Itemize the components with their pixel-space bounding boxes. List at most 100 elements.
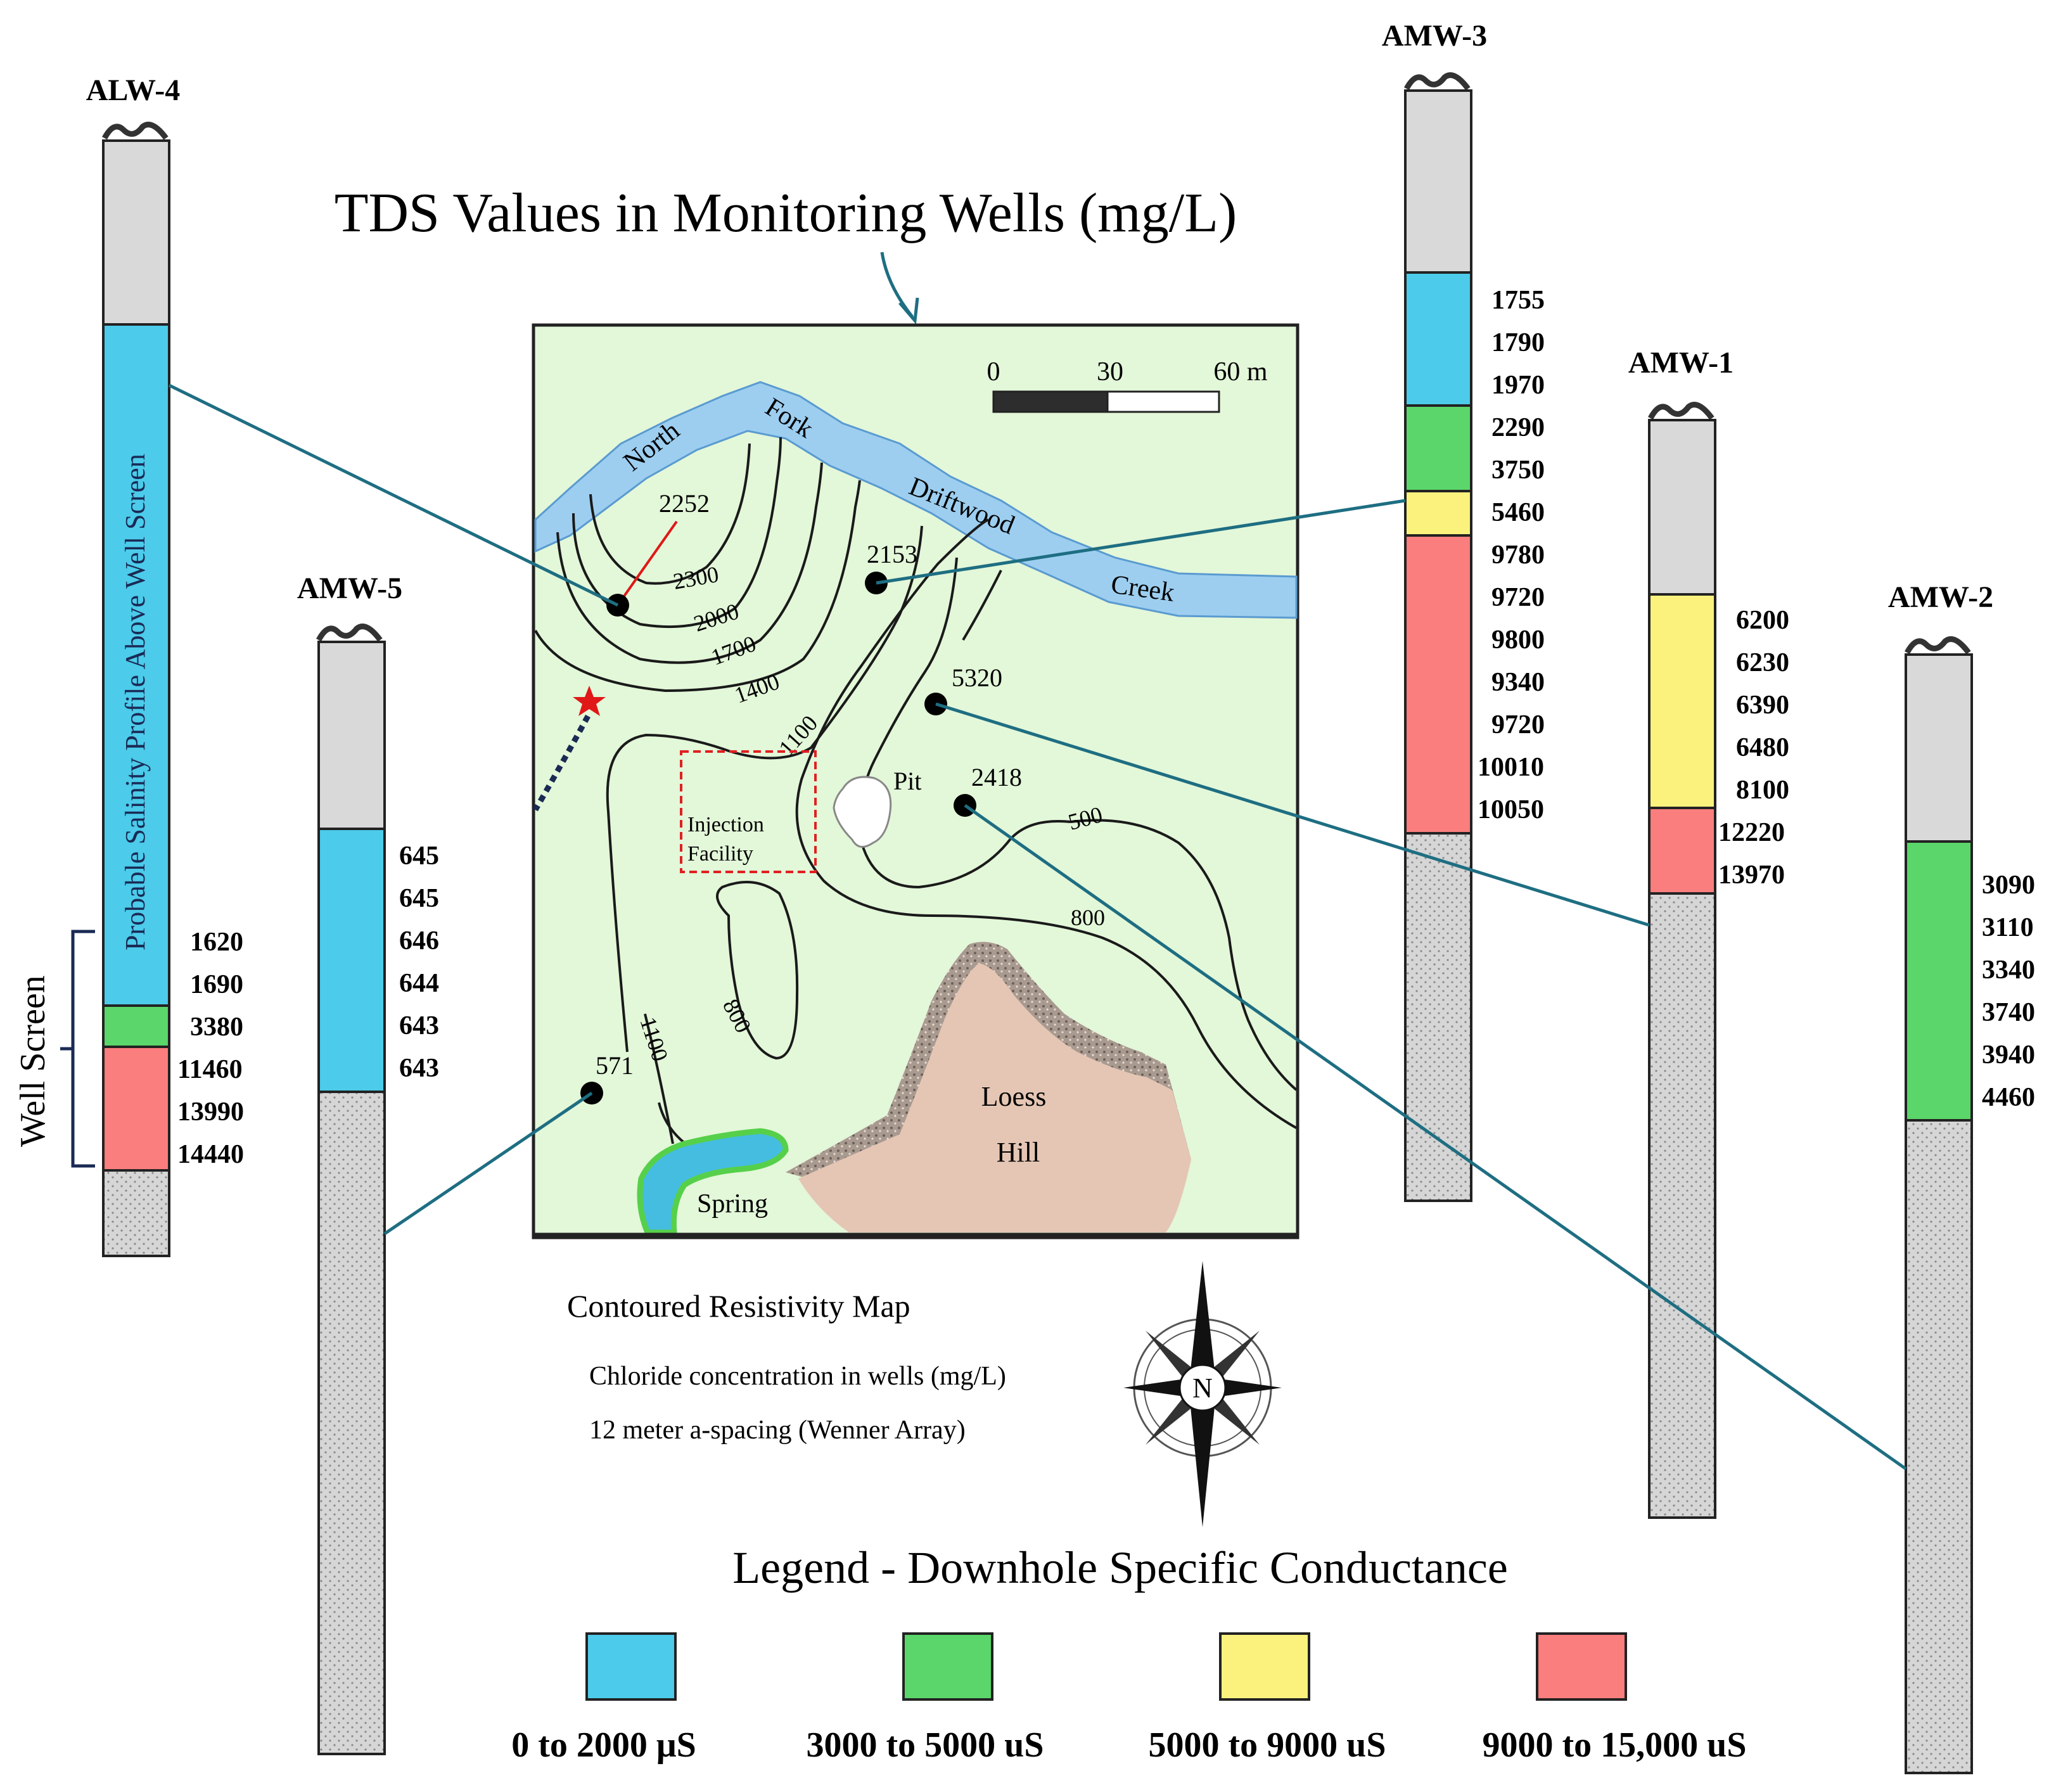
title-arrow xyxy=(880,252,914,318)
compass-label: N xyxy=(1192,1373,1213,1404)
well-amw3-zone-fresh xyxy=(1404,271,1472,407)
well-amw1-value: 6230 xyxy=(1736,648,1789,677)
well-screen-bracket xyxy=(60,930,95,1168)
red-leader-2252 xyxy=(616,520,678,606)
contour-label-800-east: 800 xyxy=(1071,905,1105,930)
well-amw3-value: 5460 xyxy=(1491,498,1545,527)
well-amw2-screen xyxy=(1905,1119,1973,1774)
well-alw4-screen xyxy=(102,1169,170,1257)
well-amw3-value: 3750 xyxy=(1491,456,1545,485)
well-alw4-zone-fresh xyxy=(102,323,170,1007)
well-amw3-zone-moderate xyxy=(1404,404,1472,492)
injection-facility xyxy=(680,750,817,873)
chloride-label-2153: 2153 xyxy=(867,540,917,568)
scale-label-60: 60 m xyxy=(1213,357,1268,387)
pit-label: Pit xyxy=(893,767,921,795)
scale-label-0: 0 xyxy=(987,357,1000,387)
chloride-label-571: 571 xyxy=(596,1051,634,1080)
well-alw4-value: 14440 xyxy=(177,1140,244,1169)
leader-amw1 xyxy=(935,702,1650,927)
well-alw4-zone-high xyxy=(102,1046,170,1172)
well-amw1-name: AMW-1 xyxy=(1628,346,1734,380)
resistivity-map: 0 30 60 m North Fork Driftwood Creek 230 xyxy=(532,323,1299,1527)
injection-label-line2: Facility xyxy=(687,842,753,866)
legend-swatch-high xyxy=(1536,1632,1627,1701)
scale-label-30: 30 xyxy=(1097,357,1123,387)
legend-title: Legend - Downhole Specific Conductance xyxy=(732,1542,1508,1593)
leader-amw5 xyxy=(383,1091,593,1236)
well-amw2-zone-moderate xyxy=(1905,840,1973,1122)
well-amw2-value: 3090 xyxy=(1982,871,2035,900)
loess-hill xyxy=(798,963,1191,1232)
well-amw1-casing xyxy=(1648,419,1716,596)
leader-alw4 xyxy=(168,383,619,607)
well-amw1-cap xyxy=(1648,402,1714,420)
well-amw1: AMW-1 6200 6230 6390 6480 8100 12220 139… xyxy=(1628,346,1789,1519)
leader-amw3 xyxy=(876,499,1406,585)
figure-title: TDS Values in Monitoring Wells (mg/L) xyxy=(335,182,1237,244)
legend-label-elevated: 5000 to 9000 uS xyxy=(1149,1725,1386,1765)
well-amw3-value: 1755 xyxy=(1491,286,1545,315)
leader-amw2 xyxy=(964,803,1907,1471)
legend-label-moderate: 3000 to 5000 uS xyxy=(807,1725,1044,1765)
well-amw3-value: 10010 xyxy=(1478,753,1544,782)
well-amw2-value: 3740 xyxy=(1982,998,2035,1027)
well-alw4-casing xyxy=(102,139,170,326)
legend-label-high: 9000 to 15,000 uS xyxy=(1483,1725,1747,1765)
well-amw2-value: 3340 xyxy=(1982,956,2035,985)
well-amw3-name: AMW-3 xyxy=(1382,19,1487,53)
well-amw1-zone-high xyxy=(1648,807,1716,895)
well-amw5-casing xyxy=(317,641,386,830)
well-screen-label: Well Screen xyxy=(13,975,53,1147)
contour-lines xyxy=(534,437,1298,1145)
well-alw4-name: ALW-4 xyxy=(86,74,180,107)
map-info-line2: 12 meter a-spacing (Wenner Array) xyxy=(589,1416,966,1445)
well-alw4-zone-moderate xyxy=(102,1004,170,1048)
legend-swatch-elevated xyxy=(1219,1632,1310,1701)
spring-label: Spring xyxy=(697,1189,768,1219)
leader-lines xyxy=(168,383,1907,1471)
well-amw2-name: AMW-2 xyxy=(1888,580,1993,614)
well-amw1-value: 6390 xyxy=(1736,691,1789,720)
well-amw5-cap xyxy=(316,624,383,642)
pit xyxy=(833,776,892,848)
well-amw3-value: 10050 xyxy=(1478,795,1544,824)
legend: Legend - Downhole Specific Conductance 0… xyxy=(511,1542,1746,1765)
well-amw1-zone-elevated xyxy=(1648,593,1716,809)
creek xyxy=(534,381,1298,619)
well-amw2-value: 4460 xyxy=(1982,1083,2035,1112)
map-info-line1: Chloride concentration in wells (mg/L) xyxy=(589,1362,1006,1391)
star-marker xyxy=(573,686,606,716)
well-amw3-zone-elevated xyxy=(1404,490,1472,537)
well-amw3-value: 9800 xyxy=(1491,625,1545,655)
legend-swatch-fresh xyxy=(585,1632,677,1701)
well-amw2-value: 3110 xyxy=(1982,913,2034,942)
well-amw5-screen xyxy=(317,1091,386,1755)
well-amw3-zone-high xyxy=(1404,534,1472,835)
well-amw1-value: 8100 xyxy=(1736,776,1789,805)
chloride-label-2252: 2252 xyxy=(659,489,710,518)
well-amw1-value: 13970 xyxy=(1718,861,1785,890)
well-amw5-value: 643 xyxy=(399,1054,439,1083)
well-amw5-value: 646 xyxy=(399,926,439,956)
spring xyxy=(637,1128,789,1236)
well-amw3-casing xyxy=(1404,89,1472,274)
well-amw1-screen xyxy=(1648,892,1716,1519)
loess-label-line2: Hill xyxy=(997,1137,1040,1168)
well-amw1-value: 6200 xyxy=(1736,606,1789,635)
well-amw5: AMW-5 645 645 646 644 643 643 xyxy=(297,572,439,1755)
well-amw5-name: AMW-5 xyxy=(297,572,402,605)
well-alw4-value: 3380 xyxy=(190,1013,243,1042)
well-amw3-value: 9340 xyxy=(1491,668,1545,697)
well-amw3-value: 9780 xyxy=(1491,541,1545,570)
well-alw4-value: 11460 xyxy=(177,1055,243,1084)
well-amw1-value: 6480 xyxy=(1736,733,1789,762)
well-amw3-value: 2290 xyxy=(1491,413,1545,442)
well-alw4-value: 1620 xyxy=(190,928,243,957)
title-arrowhead xyxy=(898,297,919,324)
well-amw2-value: 3940 xyxy=(1982,1040,2035,1070)
compass-rose: N xyxy=(1123,1261,1282,1527)
legend-swatch-moderate xyxy=(902,1632,993,1701)
well-amw5-value: 643 xyxy=(399,1011,439,1040)
